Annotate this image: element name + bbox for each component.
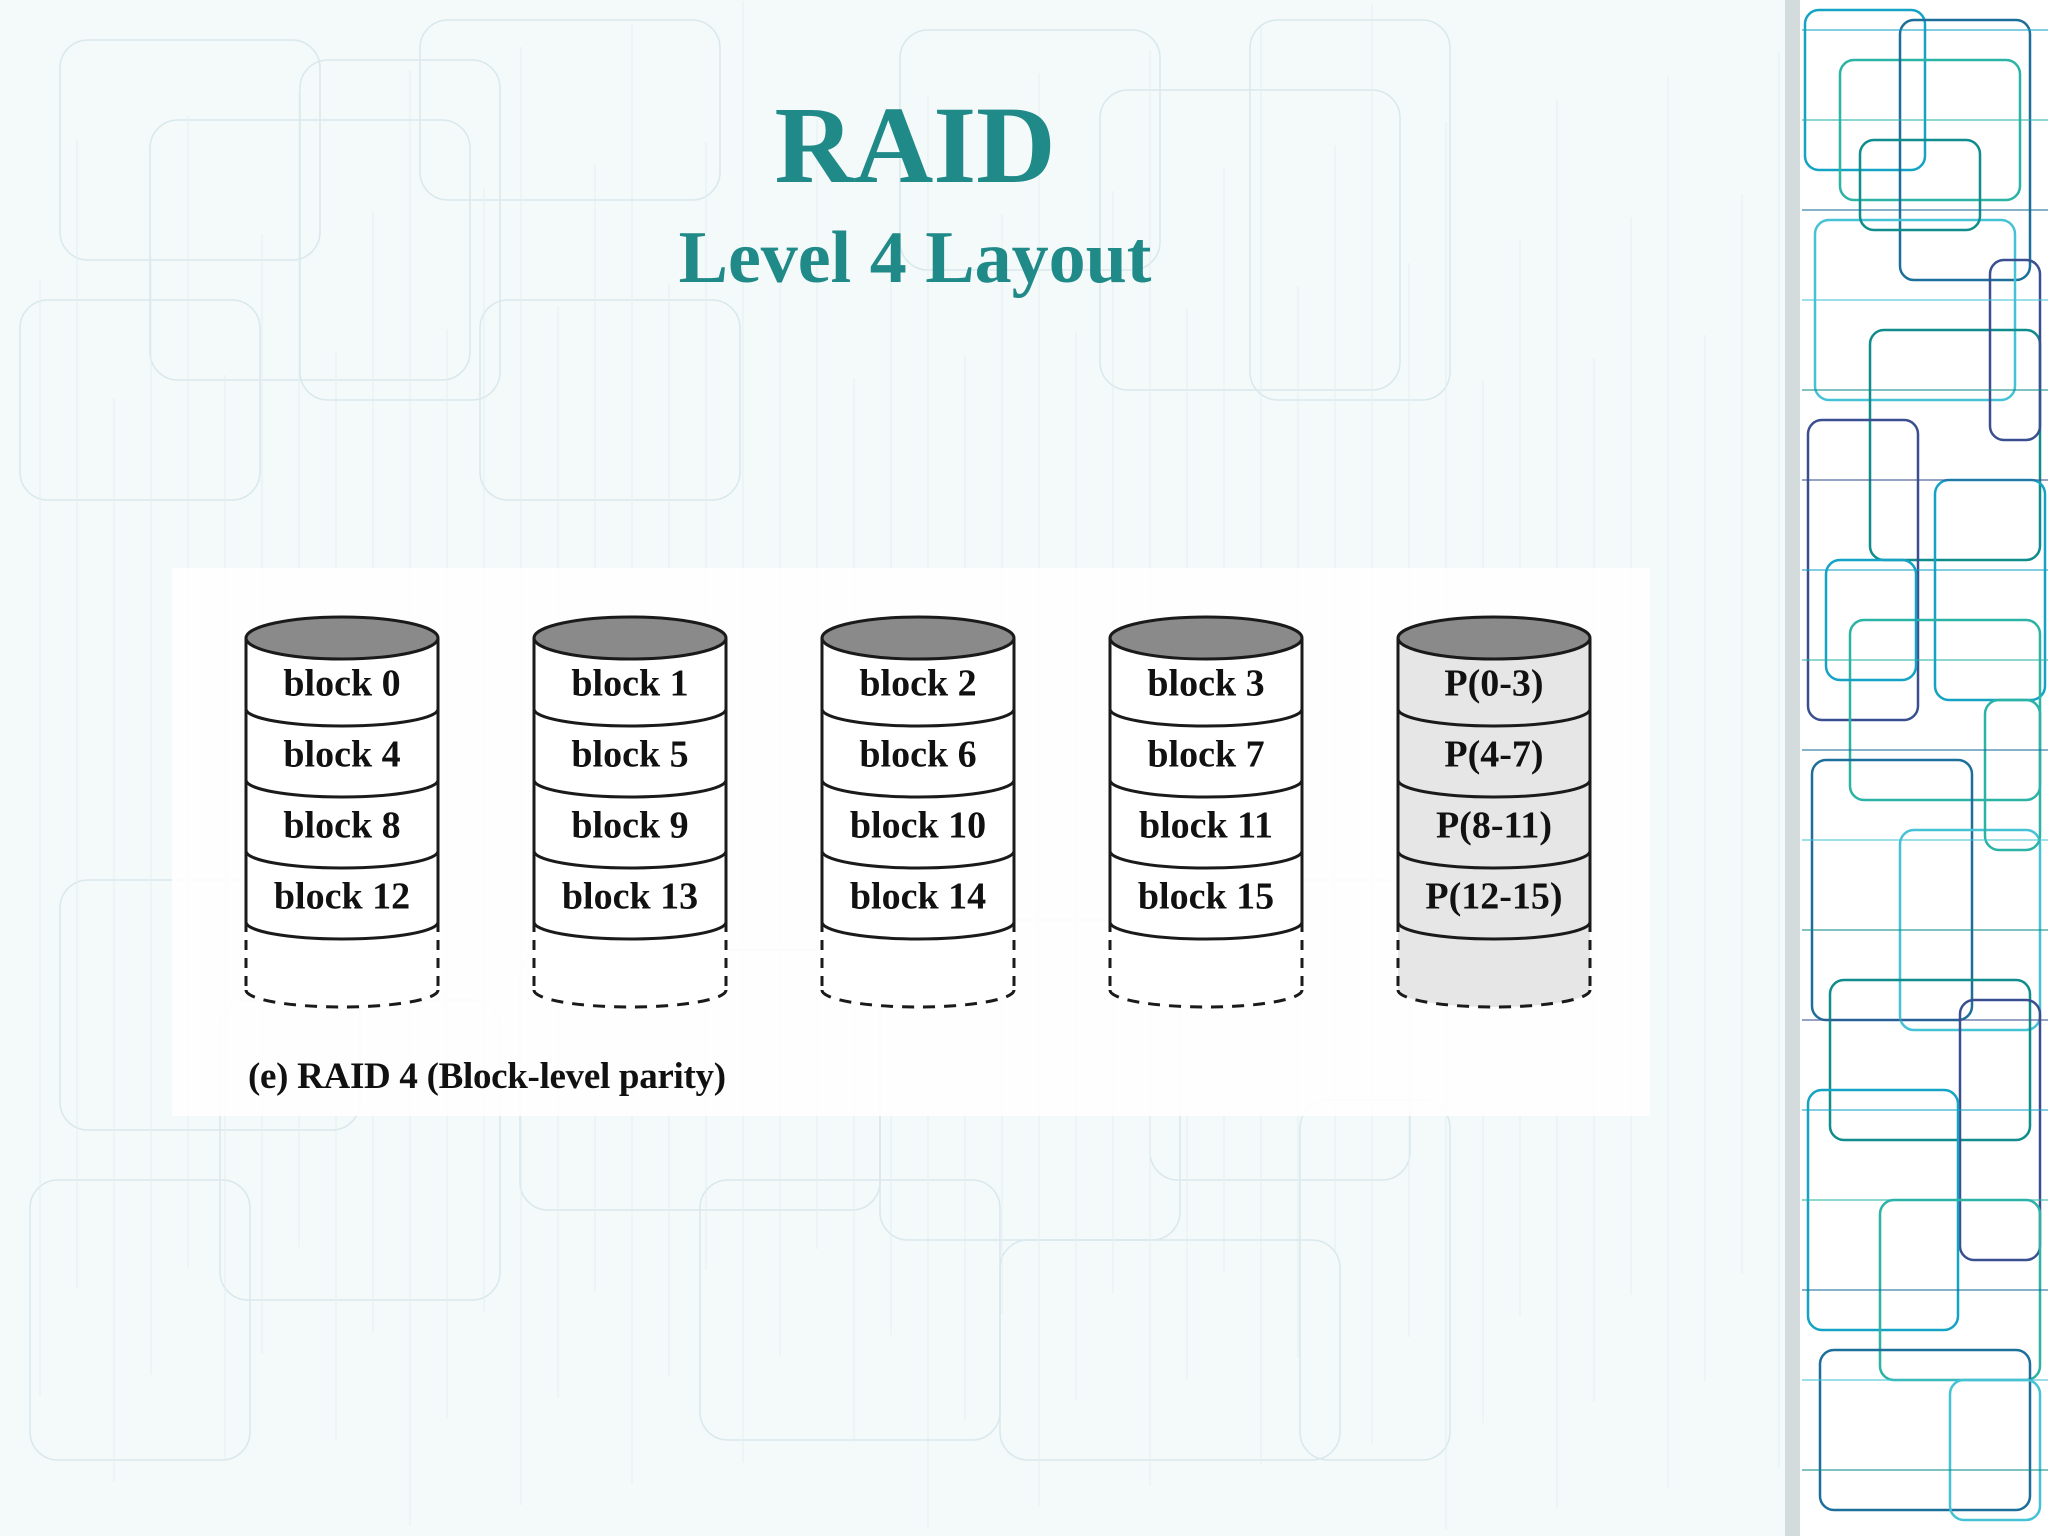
data-block-label: block 15 xyxy=(1138,876,1274,918)
parity-block-label: P(12-15) xyxy=(1425,876,1562,918)
disk-2-row-separator xyxy=(820,779,1016,799)
data-block-label: block 9 xyxy=(571,805,688,847)
disk-3-row-separator xyxy=(1108,708,1304,728)
disk-3-top-cap xyxy=(1108,615,1304,661)
parity-block-label: P(0-3) xyxy=(1444,663,1543,705)
data-block-label: block 14 xyxy=(850,876,986,918)
slide-subtitle: Level 4 Layout xyxy=(678,217,1152,299)
parity-block-label: P(4-7) xyxy=(1444,734,1543,776)
disk-2-top-cap xyxy=(820,615,1016,661)
disk-3-row-separator xyxy=(1108,850,1304,870)
data-block-label: block 4 xyxy=(283,734,400,776)
data-block-label: block 3 xyxy=(1147,663,1264,705)
disk-4-body xyxy=(1398,638,1590,1007)
data-block-label: block 2 xyxy=(859,663,976,705)
slide-title: RAID xyxy=(774,84,1056,206)
disk-0-body xyxy=(246,638,438,1007)
data-block-label: block 1 xyxy=(571,663,688,705)
disk-2-row-separator xyxy=(820,708,1016,728)
data-block-label: block 6 xyxy=(859,734,976,776)
disk-0-top-cap xyxy=(244,615,440,661)
disk-0-row-separator xyxy=(244,779,440,799)
disk-1-row-separator xyxy=(532,708,728,728)
data-block-label: block 12 xyxy=(274,876,410,918)
disk-3-row-separator xyxy=(1108,921,1304,941)
disk-1-row-separator xyxy=(532,779,728,799)
disk-4-row-separator xyxy=(1396,850,1592,870)
disk-4-top-cap xyxy=(1396,615,1592,661)
disk-0-row-separator xyxy=(244,921,440,941)
data-block-label: block 13 xyxy=(562,876,698,918)
data-block-label: block 11 xyxy=(1139,805,1273,847)
disk-4-row-separator xyxy=(1396,779,1592,799)
data-block-label: block 7 xyxy=(1147,734,1264,776)
data-block-label: block 5 xyxy=(571,734,688,776)
parity-block-label: P(8-11) xyxy=(1436,805,1552,847)
disk-1-row-separator xyxy=(532,850,728,870)
disk-3-body xyxy=(1110,638,1302,1007)
disk-0-row-separator xyxy=(244,850,440,870)
disk-0-row-separator xyxy=(244,708,440,728)
disk-1-top-cap xyxy=(532,615,728,661)
disk-1-body xyxy=(534,638,726,1007)
disk-4-row-separator xyxy=(1396,708,1592,728)
disk-2-body xyxy=(822,638,1014,1007)
disk-1-row-separator xyxy=(532,921,728,941)
disk-4-row-separator xyxy=(1396,921,1592,941)
disk-3-row-separator xyxy=(1108,779,1304,799)
data-block-label: block 0 xyxy=(283,663,400,705)
data-block-label: block 10 xyxy=(850,805,986,847)
disk-2-row-separator xyxy=(820,850,1016,870)
diagram-caption: (e) RAID 4 (Block-level parity) xyxy=(248,1056,726,1097)
data-block-label: block 8 xyxy=(283,805,400,847)
disk-2-row-separator xyxy=(820,921,1016,941)
